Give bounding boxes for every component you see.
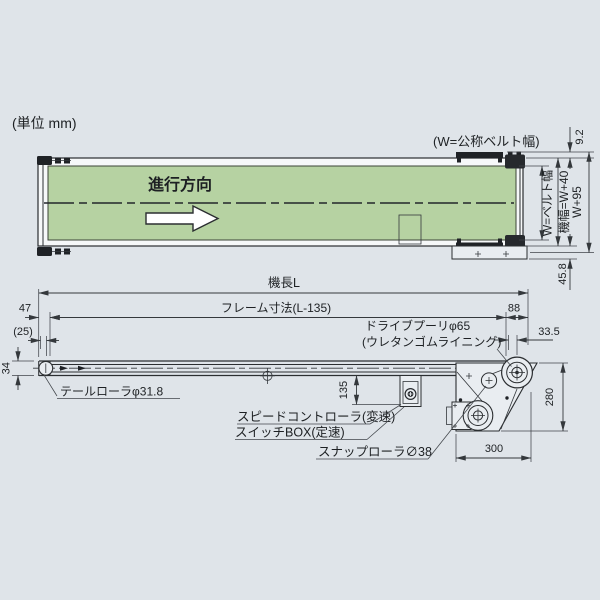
belt-width-note: (W=公称ベルト幅) — [433, 134, 540, 149]
dim-300: 300 — [485, 443, 503, 455]
direction-arrow — [145, 204, 220, 233]
top-view-dimensions: W=ベルト幅 機幅=W+40 W+95 9.2 45.8 (W=公称ベルト幅) — [433, 127, 594, 290]
tail-roller — [38, 360, 54, 376]
switch-box-leader — [366, 406, 405, 440]
label-speed-controller: スピードコントローラ(変速) — [237, 409, 395, 424]
tail-bolts-top — [37, 156, 71, 165]
switch-box — [399, 375, 422, 407]
dim-w95: W+95 — [570, 186, 584, 218]
snap-roller-leader — [427, 385, 487, 460]
unit-note: (単位 mm) — [12, 115, 77, 131]
dim-length: 機長L — [268, 275, 300, 290]
mount-bar-top — [456, 152, 503, 163]
tail-roller-leader — [43, 374, 58, 397]
dim-280: 280 — [544, 388, 556, 406]
dim-135: 135 — [338, 381, 350, 399]
side-view-dimensions: 機長L 47 フレーム寸法(L-135) 88 (25) 34 33.5 135… — [1, 275, 568, 462]
support-bolt-symbol — [260, 368, 275, 384]
dim-machine-width: 機幅=W+40 — [556, 170, 571, 233]
dim-33-5: 33.5 — [538, 326, 559, 338]
dim-88: 88 — [508, 303, 520, 315]
label-drive-pulley-2: (ウレタンゴムライニング) — [362, 334, 501, 349]
dim-9-2: 9.2 — [574, 129, 586, 144]
side-view — [33, 356, 538, 432]
dim-34: 34 — [1, 362, 13, 374]
top-view: 進行方向 — [37, 151, 528, 260]
dim-47: 47 — [19, 303, 31, 315]
label-switch-box: スイッチBOX(定速) — [235, 425, 345, 440]
bearing-top — [505, 151, 525, 169]
label-drive-pulley-1: ドライブプーリφ65 — [365, 318, 470, 333]
label-snap-roller: スナップローラ∅38 — [318, 445, 432, 459]
switch-box-hidden-outline — [398, 214, 422, 245]
drive-pulley-leader — [496, 348, 512, 367]
snap-roller — [480, 372, 498, 389]
direction-label: 進行方向 — [148, 175, 212, 194]
drive-pulley — [501, 356, 534, 389]
dim-45-8: 45.8 — [557, 263, 569, 284]
dim-25: (25) — [13, 326, 33, 338]
tail-bolts-bottom — [37, 247, 71, 256]
dim-belt-width: W=ベルト幅 — [540, 170, 555, 236]
speed-controller-leader — [369, 404, 402, 425]
label-tail-roller: テールローラφ31.8 — [60, 385, 163, 399]
drive-housing-top-view — [451, 245, 528, 260]
motor — [446, 400, 494, 431]
dim-frame: フレーム寸法(L-135) — [221, 301, 331, 315]
tension-adjust-arrows — [60, 365, 86, 371]
